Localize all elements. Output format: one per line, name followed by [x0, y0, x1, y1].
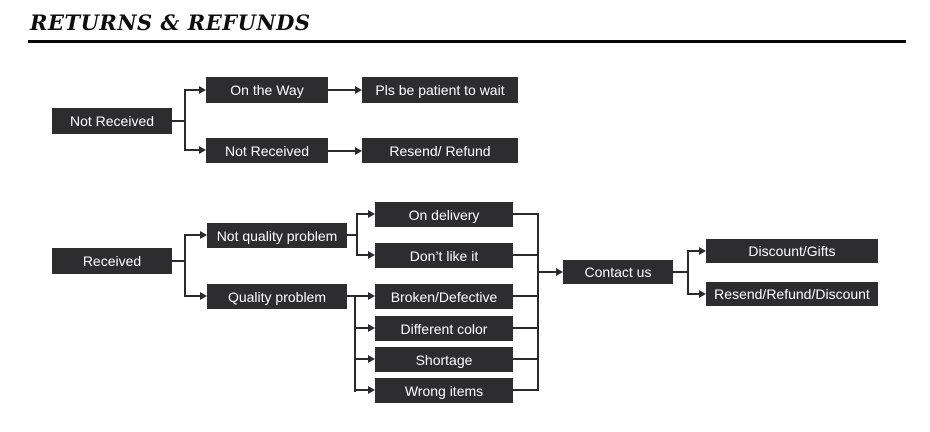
node-contact-us: Contact us [563, 260, 673, 284]
arrow-right-icon [368, 210, 375, 218]
node-resend-refund: Resend/ Refund [362, 138, 518, 163]
arrow-right-icon [368, 355, 375, 363]
connector-line [354, 389, 368, 391]
connector-line [354, 327, 368, 329]
node-on-delivery: On delivery [375, 202, 513, 227]
connector-line [347, 234, 358, 236]
connector-line [513, 389, 539, 391]
connector-line [513, 295, 539, 297]
arrow-right-icon [368, 292, 375, 300]
connector-line [356, 254, 368, 256]
arrow-right-icon [355, 147, 362, 155]
connector-line [513, 327, 539, 329]
connector-line [354, 295, 356, 392]
arrow-right-icon [199, 86, 206, 94]
connector-line [184, 295, 200, 297]
node-not-received-case: Not Received [206, 138, 328, 163]
connector-line [347, 295, 356, 297]
arrow-right-icon [200, 292, 207, 300]
arrow-right-icon [368, 251, 375, 259]
node-not-received-root: Not Received [52, 108, 172, 134]
connector-line [184, 89, 186, 151]
arrow-right-icon [368, 386, 375, 394]
connector-line [184, 149, 199, 151]
page-title: RETURNS & REFUNDS [30, 10, 311, 35]
node-resend-refund-discount: Resend/Refund/Discount [706, 282, 878, 306]
arrow-right-icon [699, 290, 706, 298]
node-discount-gifts: Discount/Gifts [706, 239, 878, 263]
connector-line [687, 251, 689, 295]
arrow-right-icon [556, 268, 563, 276]
connector-line [513, 254, 539, 256]
arrow-right-icon [699, 247, 706, 255]
connector-line [172, 260, 186, 262]
connector-line [513, 358, 539, 360]
title-underline [28, 40, 906, 43]
connector-line [537, 271, 556, 273]
connector-line [354, 295, 368, 297]
connector-line [356, 214, 358, 256]
connector-line [172, 120, 186, 122]
node-not-quality-problem: Not quality problem [207, 223, 347, 248]
connector-line [328, 89, 355, 91]
connector-line [673, 271, 689, 273]
connector-line [184, 235, 186, 297]
connector-line [687, 250, 699, 252]
arrow-right-icon [199, 146, 206, 154]
node-received-root: Received [52, 248, 172, 274]
connector-line [537, 214, 539, 391]
node-quality-problem: Quality problem [207, 284, 347, 309]
arrow-right-icon [355, 86, 362, 94]
node-dont-like-it: Don’t like it [375, 243, 513, 268]
connector-line [184, 234, 200, 236]
arrow-right-icon [368, 324, 375, 332]
node-on-the-way: On the Way [206, 77, 328, 103]
connector-line [328, 150, 355, 152]
connector-line [356, 213, 368, 215]
connector-line [184, 89, 199, 91]
connector-line [513, 213, 539, 215]
arrow-right-icon [200, 231, 207, 239]
connector-line [687, 293, 699, 295]
node-shortage: Shortage [375, 347, 513, 372]
node-different-color: Different color [375, 316, 513, 341]
connector-line [354, 358, 368, 360]
node-pls-be-patient: Pls be patient to wait [362, 77, 518, 103]
node-broken-defective: Broken/Defective [375, 284, 513, 309]
node-wrong-items: Wrong items [375, 378, 513, 403]
